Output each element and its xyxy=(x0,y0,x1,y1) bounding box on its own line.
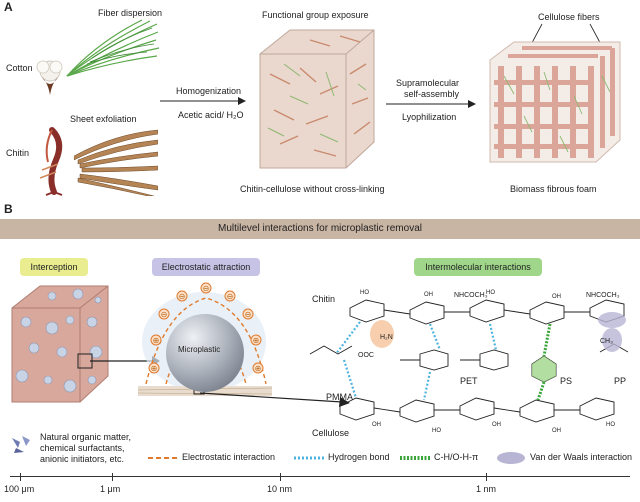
scale-tick-3 xyxy=(280,473,281,481)
svg-text:⊕: ⊕ xyxy=(151,364,158,373)
scale-label-2: 1 μm xyxy=(100,484,121,494)
chemistry-scene: HO OH HO OH OH HO OH OH HO xyxy=(309,290,629,434)
svg-text:OH: OH xyxy=(372,422,381,428)
svg-text:⊖: ⊖ xyxy=(203,284,210,293)
legend-natural-2: chemical surfactants, xyxy=(40,443,125,453)
ooc-label: OOC xyxy=(358,352,374,359)
interception-tag: Interception xyxy=(20,258,88,276)
svg-text:OH: OH xyxy=(424,292,433,298)
panel-b-label: B xyxy=(4,202,13,216)
chitin-cellulose-label: Chitin-cellulose without cross-linking xyxy=(240,184,385,194)
h2n-label: H₂N xyxy=(380,334,393,341)
scale-tick-4 xyxy=(486,473,487,481)
svg-text:HO: HO xyxy=(360,290,369,296)
svg-text:⊖: ⊖ xyxy=(179,292,186,301)
electrostatic-attraction-tag: Electrostatic attraction xyxy=(152,258,260,276)
supramolecular-label: Supramolecular xyxy=(396,78,460,88)
svg-text:HO: HO xyxy=(606,422,615,428)
exfoliated-sheets-illustration xyxy=(74,129,158,196)
lyophilization-label: Lyophilization xyxy=(402,112,457,122)
banner-title: Multilevel interactions for microplastic… xyxy=(218,223,422,234)
fiber-dispersion-label: Fiber dispersion xyxy=(98,8,163,18)
svg-text:OH: OH xyxy=(552,294,561,300)
ch3-label: CH₃ xyxy=(600,338,613,345)
legend-vdw: Van der Waals interaction xyxy=(530,452,633,462)
pmma-label: PMMA xyxy=(326,392,353,402)
svg-text:OH: OH xyxy=(492,422,501,428)
legend-ch-pi: C-H/O-H-π xyxy=(434,452,479,462)
intermolecular-tag: Intermolecular interactions xyxy=(414,258,542,276)
scale-axis xyxy=(10,476,630,477)
natural-matter-icon xyxy=(12,436,30,453)
svg-text:HO: HO xyxy=(432,428,441,434)
scale-label-4: 1 nm xyxy=(476,484,497,494)
legend-electrostatic-line xyxy=(148,457,178,459)
banner: Multilevel interactions for microplastic… xyxy=(0,219,640,239)
legend-natural-3: anionic initiators, etc. xyxy=(40,454,125,464)
homogenization-arrow xyxy=(160,97,246,105)
homogenization-label: Homogenization xyxy=(176,86,242,96)
biomass-foam-label: Biomass fibrous foam xyxy=(510,184,597,194)
cotton-illustration xyxy=(36,60,63,95)
self-assembly-arrow xyxy=(386,100,476,108)
biomass-foam-illustration xyxy=(489,41,621,163)
functional-group-label: Functional group exposure xyxy=(262,10,369,20)
svg-text:⊖: ⊖ xyxy=(227,292,234,301)
fiber-dispersion-illustration xyxy=(66,19,160,77)
scale-label-3: 10 nm xyxy=(267,484,293,494)
svg-text:⊕: ⊕ xyxy=(153,336,160,345)
svg-text:⊖: ⊖ xyxy=(245,310,252,319)
svg-text:HO: HO xyxy=(486,290,495,296)
sheet-exfoliation-label: Sheet exfoliation xyxy=(70,114,137,124)
microplastic-sphere xyxy=(166,314,244,392)
chitin-label-a: Chitin xyxy=(6,148,30,158)
shrimp-illustration xyxy=(39,127,63,196)
legend-natural-1: Natural organic matter, xyxy=(40,432,132,442)
pet-label: PET xyxy=(460,376,478,386)
cellulose-fibers-label: Cellulose fibers xyxy=(538,12,600,22)
cellulose-label: Cellulose xyxy=(312,428,350,438)
svg-text:⊖: ⊖ xyxy=(161,310,168,319)
legend-ch-pi-line xyxy=(400,456,430,460)
microplastic-label: Microplastic xyxy=(178,345,221,354)
chitin-cellulose-cube xyxy=(259,29,375,169)
legend-hydrogen-line xyxy=(294,456,324,460)
pp-label: PP xyxy=(614,376,627,386)
chitin-label-b: Chitin xyxy=(312,294,336,304)
legend-vdw-blob xyxy=(497,452,525,464)
self-assembly-label: self-assembly xyxy=(404,89,460,99)
svg-text:⊕: ⊕ xyxy=(253,336,260,345)
cotton-label: Cotton xyxy=(6,63,33,73)
ps-label: PS xyxy=(560,376,573,386)
svg-text:⊕: ⊕ xyxy=(255,364,262,373)
scale-tick-1 xyxy=(20,473,21,481)
zoom-arrow-right xyxy=(200,392,350,407)
interception-cube xyxy=(11,285,109,403)
panel-a-label: A xyxy=(4,0,13,14)
acetic-acid-label: Acetic acid/ H₂O xyxy=(178,110,244,120)
scale-label-1: 100 μm xyxy=(4,484,35,494)
scale-tick-2 xyxy=(112,473,113,481)
nhcoch3-label-1: NHCOCH₃ xyxy=(454,292,488,299)
legend-hydrogen: Hydrogen bond xyxy=(328,452,390,462)
legend-electrostatic: Electrostatic interaction xyxy=(182,452,276,462)
nhcoch3-label-2: NHCOCH₃ xyxy=(586,292,620,299)
svg-text:OH: OH xyxy=(552,428,561,434)
